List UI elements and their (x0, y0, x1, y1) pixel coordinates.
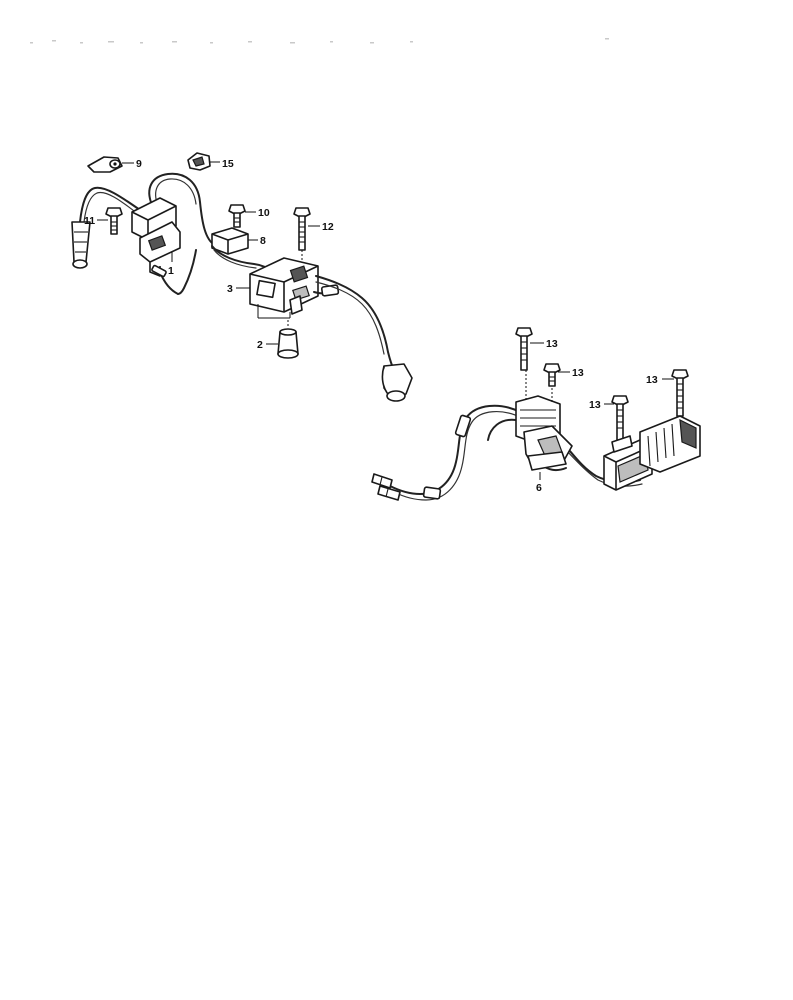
ignition-coil-3 (249, 257, 319, 319)
callout-13c: 13 (589, 399, 601, 411)
callout-3: 3 (227, 283, 233, 295)
ignition-coil-1 (131, 197, 181, 295)
callout-12: 12 (322, 221, 334, 233)
callout-13d: 13 (646, 374, 658, 386)
callout-1: 1 (168, 265, 174, 277)
callout-13a: 13 (546, 338, 558, 350)
clip-15 (187, 152, 211, 171)
harness-main (389, 404, 523, 501)
callout-15: 15 (222, 158, 234, 170)
callout-11: 11 (84, 215, 95, 227)
callouts: 9 15 10 11 12 8 1 3 2 13 13 13 1 (84, 158, 674, 494)
callout-13b: 13 (572, 367, 584, 379)
bolt-13b (543, 363, 561, 387)
callout-8: 8 (260, 235, 266, 247)
ignition-coil-right (603, 415, 701, 491)
upper-wire-loop (148, 172, 216, 295)
cap-2 (277, 320, 299, 359)
callout-2: 2 (257, 339, 263, 351)
bolt-10 (228, 204, 246, 228)
bolt-11 (105, 207, 123, 235)
wire-clamp-9 (87, 156, 123, 173)
callout-10: 10 (258, 207, 270, 219)
callout-9: 9 (136, 158, 142, 170)
callout-6: 6 (536, 482, 542, 494)
spark-plug-lead-left (71, 186, 141, 269)
bolt-13d (671, 369, 689, 417)
ignition-coil-6 (515, 370, 573, 480)
bolt-12 (293, 207, 311, 262)
module-8 (211, 227, 249, 255)
spark-plug-lead-right (315, 275, 413, 402)
harness-connectors (371, 473, 401, 501)
scan-noise (30, 38, 609, 44)
bolt-13c (611, 395, 629, 441)
bolt-13a (515, 327, 533, 371)
